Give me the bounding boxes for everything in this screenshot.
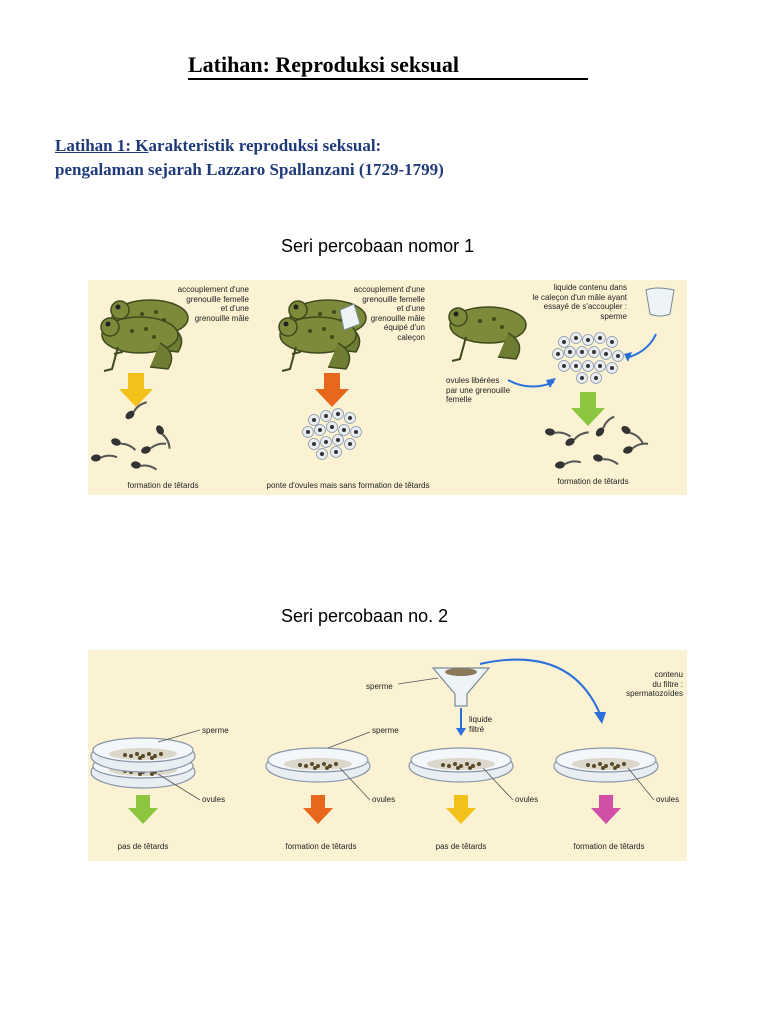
dish-4-icon (553, 747, 659, 783)
dish1-sperme-label: sperme (202, 726, 229, 735)
dish1-ovules-label: ovules (202, 795, 226, 804)
dish2-sperme-label: sperme (372, 726, 399, 735)
exercise-subtitle: pengalaman sejarah Lazzaro Spallanzani (… (55, 160, 444, 179)
dish2-ovules-label: ovules (372, 795, 396, 804)
dish-2-icon (265, 747, 371, 783)
series1-label: Seri percobaan nomor 1 (281, 236, 475, 256)
funnel-sperme-label: sperme (366, 682, 393, 691)
series1-figure: accouplement d'une grenouille femelle et… (88, 280, 687, 495)
yellow-arrow-icon (119, 373, 153, 407)
page-title: Latihan: Reproduksi seksual (188, 52, 588, 80)
female-frog-icon (448, 306, 527, 362)
magenta-arrow-icon (591, 795, 621, 824)
panel1-caption: accouplement d'une grenouille femelle et… (177, 285, 249, 323)
yellow-arrow-icon (446, 795, 476, 824)
green-arrow-icon (128, 795, 158, 824)
series2-label: Seri percobaan no. 2 (281, 606, 449, 626)
filter-content-label: contenu du filtre : spermatozoïdes (626, 670, 683, 698)
dish3-result: pas de têtards (435, 842, 487, 851)
panel2-caption: accouplement d'une grenouille femelle et… (353, 285, 425, 342)
panel3-eggs-label: ovules libérées par une grenouille femel… (446, 376, 511, 404)
exercise-title-rest: arakteristik reproduksi seksual: (148, 136, 382, 155)
series1-illustration (89, 287, 675, 474)
orange-arrow-icon (315, 373, 349, 407)
panel2-result: ponte d'ovules mais sans formation de tê… (266, 481, 430, 490)
dish-3-icon (408, 747, 514, 783)
exercise-heading: Latihan 1: Karakteristik reproduksi seks… (55, 134, 444, 182)
underwear-icon (645, 287, 675, 317)
dish2-result: formation de têtards (285, 842, 357, 851)
eggs-with-sperm-icon (552, 332, 624, 384)
dish3-ovules-label: ovules (515, 795, 539, 804)
panel1-result: formation de têtards (127, 481, 199, 490)
panel3-caption: liquide contenu dans le caleçon d'un mâl… (532, 283, 627, 321)
series2-illustration (90, 658, 659, 824)
funnel-icon (431, 667, 491, 707)
green-arrow-icon (571, 392, 605, 426)
orange-arrow-icon (303, 795, 333, 824)
tadpoles-icon (89, 397, 175, 474)
frog-pair-1-icon (100, 299, 189, 372)
dish4-result: formation de têtards (573, 842, 645, 851)
tadpoles-icon-2 (543, 412, 650, 471)
eggs-icon (302, 408, 362, 460)
dish-1-icon (90, 737, 196, 789)
series2-figure: sperme ovules pas de têtards sperme ovul… (88, 650, 687, 861)
dish1-result: pas de têtards (117, 842, 169, 851)
filtered-liquid-label: liquide filtré (469, 715, 493, 734)
frog-pair-2-icon (278, 299, 367, 372)
dish4-ovules-label: ovules (656, 795, 680, 804)
panel3-result: formation de têtards (557, 477, 629, 486)
exercise-prefix: Latihan 1: K (55, 136, 149, 155)
